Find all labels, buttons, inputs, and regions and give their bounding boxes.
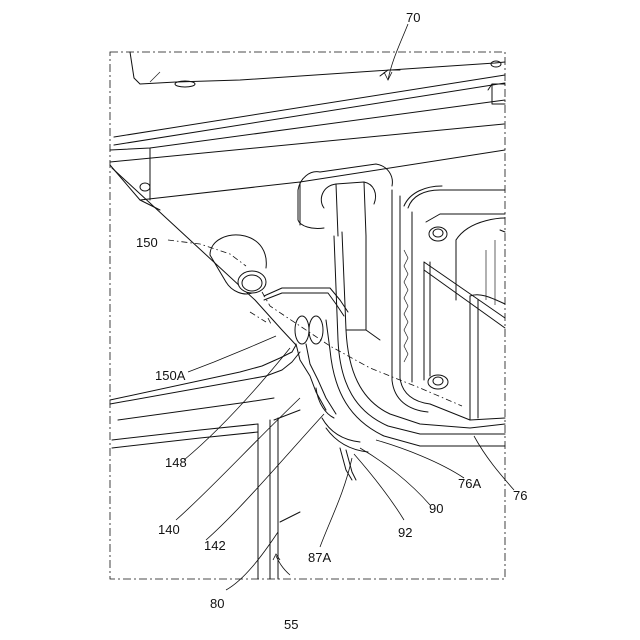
label-90: 90 bbox=[429, 501, 443, 516]
label-80: 80 bbox=[210, 596, 224, 611]
label-150: 150 bbox=[136, 235, 158, 250]
middle-plate bbox=[110, 100, 505, 225]
label-142: 142 bbox=[204, 538, 226, 553]
component-76 bbox=[392, 186, 505, 420]
label-92: 92 bbox=[398, 525, 412, 540]
label-76a: 76A bbox=[458, 476, 481, 491]
label-140: 140 bbox=[158, 522, 180, 537]
lower-bracket-80 bbox=[112, 410, 300, 579]
view-frame bbox=[110, 52, 505, 579]
label-76: 76 bbox=[513, 488, 527, 503]
label-148: 148 bbox=[165, 455, 187, 470]
hidden-lines bbox=[168, 240, 462, 406]
reference-numerals: 70 150 150A 148 140 142 80 55 87A 92 90 … bbox=[136, 10, 527, 632]
upper-panel-70 bbox=[114, 52, 505, 145]
label-150a: 150A bbox=[155, 368, 186, 383]
label-87a: 87A bbox=[308, 550, 331, 565]
label-70: 70 bbox=[406, 10, 420, 25]
pin-150 bbox=[210, 235, 266, 294]
bracket-plate bbox=[264, 288, 348, 414]
label-55: 55 bbox=[284, 617, 298, 632]
pipe-clamp-87a bbox=[316, 388, 368, 480]
cover-plate bbox=[110, 168, 300, 420]
